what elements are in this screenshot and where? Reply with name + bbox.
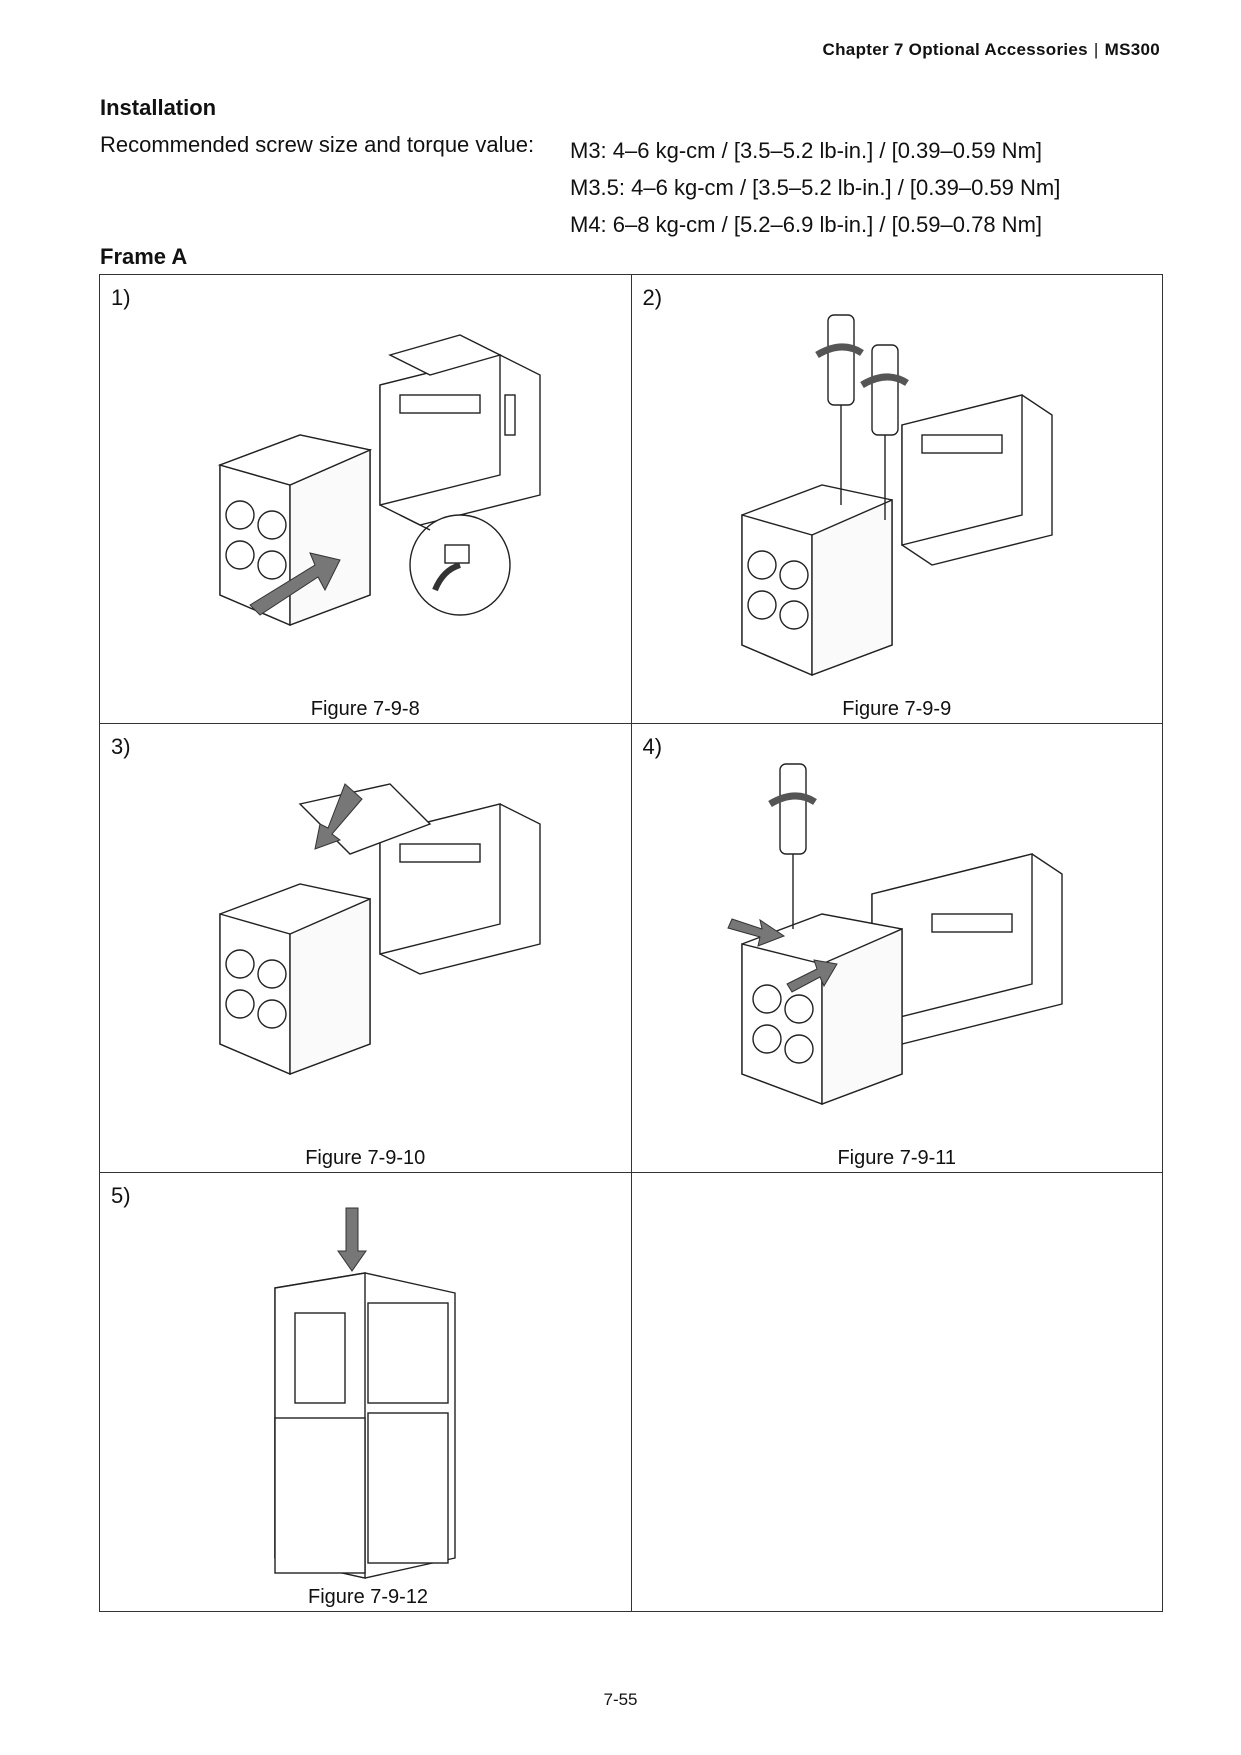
step-cell-3: 3) Figure 7-9-10 xyxy=(99,723,632,1173)
step-number: 5) xyxy=(111,1183,131,1208)
figure-7-9-11-illustration xyxy=(726,763,1063,1106)
step-number: 2) xyxy=(642,285,663,310)
page-header: Chapter 7 Optional Accessories | MS300 xyxy=(823,40,1160,60)
step-cell-4: 4) xyxy=(630,723,1163,1173)
figure-caption: Figure 7-9-11 xyxy=(837,1147,957,1169)
installation-steps-table: 1) xyxy=(99,274,1163,1612)
torque-values: M3: 4–6 kg-cm / [3.5–5.2 lb-in.] / [0.39… xyxy=(570,132,1060,243)
figure-caption: Figure 7-9-8 xyxy=(310,698,420,720)
figure-caption: Figure 7-9-10 xyxy=(305,1147,426,1169)
chapter-title: Chapter 7 Optional Accessories xyxy=(822,40,1088,59)
figure-7-9-12-illustration xyxy=(274,1207,456,1579)
step-number: 1) xyxy=(111,285,131,310)
frame-heading: Frame A xyxy=(100,244,188,269)
step-cell-2: 2) xyxy=(630,274,1163,724)
step-cell-5: 5) Figure 7-9-12 xyxy=(99,1172,632,1612)
figure-7-9-10-illustration xyxy=(219,783,541,1076)
torque-value-m3-5: M3.5: 4–6 kg-cm / [3.5–5.2 lb-in.] / [0.… xyxy=(570,175,1061,200)
installation-heading: Installation xyxy=(100,95,217,120)
empty-cell xyxy=(631,1172,1163,1612)
header-separator: | xyxy=(1093,40,1099,59)
step-number: 3) xyxy=(111,734,131,759)
product-name: MS300 xyxy=(1104,40,1160,59)
page-number: 7-55 xyxy=(603,1690,638,1709)
step-number: 4) xyxy=(642,734,663,759)
torque-value-m4: M4: 6–8 kg-cm / [5.2–6.9 lb-in.] / [0.59… xyxy=(570,212,1043,237)
torque-label: Recommended screw size and torque value: xyxy=(100,132,535,157)
figure-caption: Figure 7-9-9 xyxy=(842,698,952,720)
figure-7-9-8-illustration xyxy=(217,334,541,627)
figure-caption: Figure 7-9-12 xyxy=(308,1586,429,1608)
step-cell-1: 1) xyxy=(99,274,632,724)
figure-7-9-9-illustration xyxy=(740,314,1053,677)
torque-value-m3: M3: 4–6 kg-cm / [3.5–5.2 lb-in.] / [0.39… xyxy=(570,138,1043,163)
